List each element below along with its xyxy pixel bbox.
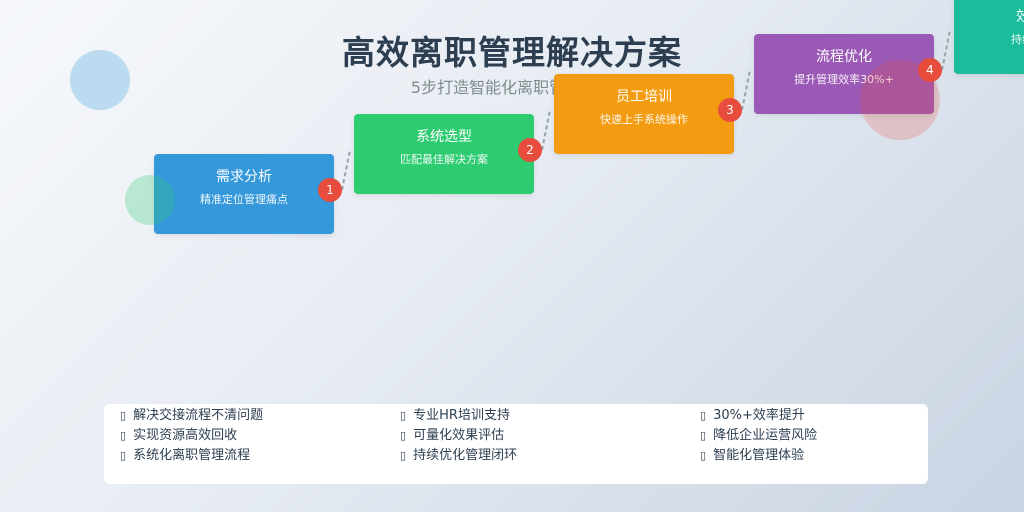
page-title: 高效离职管理解决方案 [342, 33, 682, 72]
step-title: 流程优化 [816, 49, 872, 65]
feature-item: ▯ 系统化离职管理流程 [120, 446, 263, 466]
feature-item: ▯ 实现资源高效回收 [120, 426, 263, 446]
step-number-badge: 4 [918, 58, 942, 82]
decorative-circle [125, 175, 175, 225]
step-card-3: 员工培训 快速上手系统操作 [554, 74, 734, 154]
feature-item: ▯ 30%+效率提升 [700, 406, 817, 426]
step-title: 员工培训 [616, 89, 672, 105]
step-title: 效果评估 [1016, 9, 1024, 25]
step-card-5: 效果评估 持续优化改进 [954, 0, 1024, 74]
feature-item: ▯ 智能化管理体验 [700, 446, 817, 466]
step-number-badge: 3 [718, 98, 742, 122]
step-card-1: 需求分析 精准定位管理痛点 [154, 154, 334, 234]
step-desc: 快速上手系统操作 [600, 113, 688, 126]
feature-item: ▯ 专业HR培训支持 [400, 406, 517, 426]
step-desc: 匹配最佳解决方案 [400, 153, 488, 166]
feature-item: ▯ 解决交接流程不清问题 [120, 406, 263, 426]
decorative-circle [70, 50, 130, 110]
feature-label: 30%+效率提升 [713, 408, 805, 423]
check-icon: ▯ [700, 449, 707, 462]
step-card-2: 系统选型 匹配最佳解决方案 [354, 114, 534, 194]
step-number-badge: 1 [318, 178, 342, 202]
features-column: ▯ 解决交接流程不清问题 ▯ 实现资源高效回收 ▯ 系统化离职管理流程 [120, 406, 263, 466]
step-number-badge: 2 [518, 138, 542, 162]
feature-label: 解决交接流程不清问题 [133, 408, 264, 423]
feature-label: 系统化离职管理流程 [133, 448, 251, 463]
step-title: 系统选型 [416, 129, 472, 145]
check-icon: ▯ [120, 409, 127, 422]
check-icon: ▯ [400, 449, 407, 462]
step-desc: 精准定位管理痛点 [200, 193, 288, 206]
feature-label: 持续优化管理闭环 [413, 448, 518, 463]
check-icon: ▯ [120, 449, 127, 462]
check-icon: ▯ [700, 409, 707, 422]
feature-item: ▯ 持续优化管理闭环 [400, 446, 517, 466]
features-column: ▯ 专业HR培训支持 ▯ 可量化效果评估 ▯ 持续优化管理闭环 [400, 406, 517, 466]
feature-label: 降低企业运营风险 [713, 428, 818, 443]
feature-item: ▯ 可量化效果评估 [400, 426, 517, 446]
check-icon: ▯ [700, 429, 707, 442]
step-desc: 提升管理效率30%+ [794, 73, 894, 86]
check-icon: ▯ [400, 409, 407, 422]
feature-label: 实现资源高效回收 [133, 428, 238, 443]
check-icon: ▯ [120, 429, 127, 442]
step-desc: 持续优化改进 [1011, 33, 1024, 46]
check-icon: ▯ [400, 429, 407, 442]
features-column: ▯ 30%+效率提升 ▯ 降低企业运营风险 ▯ 智能化管理体验 [700, 406, 817, 466]
feature-label: 智能化管理体验 [713, 448, 805, 463]
connector-line-1 [341, 149, 351, 191]
feature-label: 专业HR培训支持 [413, 408, 510, 423]
feature-item: ▯ 降低企业运营风险 [700, 426, 817, 446]
step-card-4: 流程优化 提升管理效率30%+ [754, 34, 934, 114]
connector-line-2 [541, 109, 551, 151]
features-panel: ▯ 解决交接流程不清问题 ▯ 实现资源高效回收 ▯ 系统化离职管理流程 ▯ 专业… [104, 404, 928, 484]
step-title: 需求分析 [216, 169, 272, 185]
feature-label: 可量化效果评估 [413, 428, 505, 443]
